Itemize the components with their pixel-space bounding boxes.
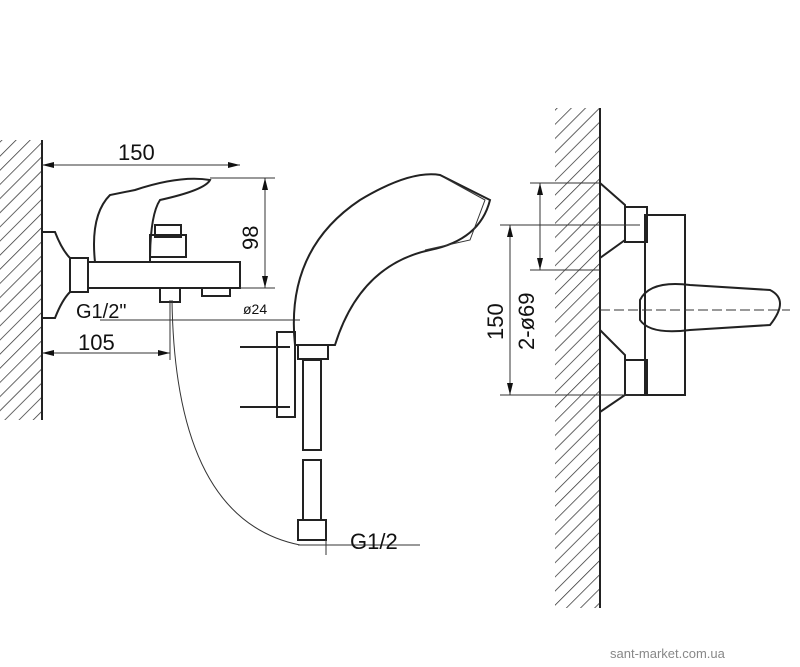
wall-bracket (240, 331, 296, 418)
bath-mixer (42, 177, 241, 319)
hand-shower (292, 173, 492, 360)
dimension-lines-right (500, 182, 640, 396)
dim-150-centers: 150 (483, 303, 508, 340)
watermark: sant-market.com.ua (610, 646, 725, 661)
dim-dia-24: ø24 (243, 301, 267, 317)
shower-hose (297, 359, 420, 555)
wall-mixer-side (599, 182, 790, 413)
dim-98-height: 98 (238, 226, 263, 250)
dim-105: 105 (78, 330, 115, 355)
dimension-lines-left (42, 162, 300, 360)
dim-thread-g12: G1/2" (76, 301, 126, 323)
dim-150-width: 150 (118, 140, 155, 165)
left-wall (0, 140, 43, 420)
right-wall (555, 108, 601, 608)
dim-hose-thread: G1/2 (350, 529, 398, 554)
hose-curve (171, 299, 301, 546)
dim-2x69: 2-ø69 (514, 293, 539, 350)
